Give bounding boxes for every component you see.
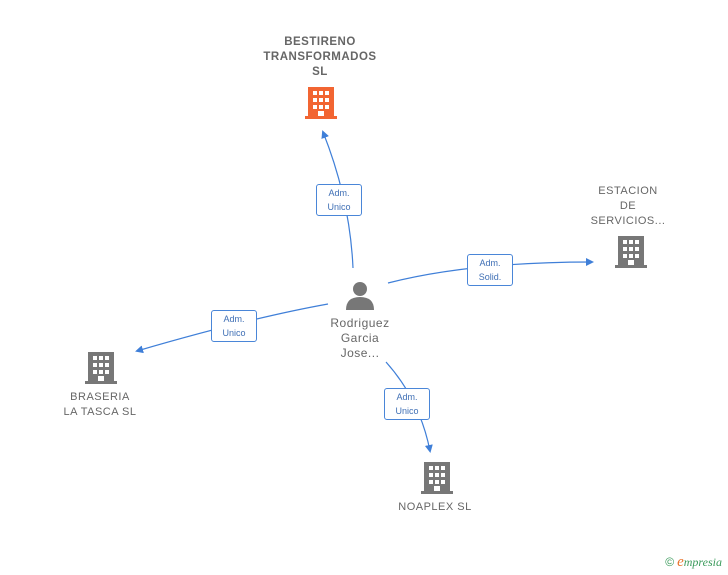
- relation-label-estacion: Adm. Solid.: [467, 254, 513, 286]
- node-label-bestireno[interactable]: BESTIRENO TRANSFORMADOS SL: [250, 35, 390, 80]
- empresia-watermark: ©empresia: [665, 554, 722, 571]
- node-label-line: DE: [619, 200, 637, 212]
- node-label-braseria[interactable]: BRASERIA LA TASCA SL: [40, 390, 160, 420]
- building-icon[interactable]: [421, 460, 453, 496]
- building-icon[interactable]: [305, 85, 337, 121]
- building-icon[interactable]: [615, 234, 647, 270]
- relation-label-noaplex: Adm. Unico: [384, 388, 430, 420]
- relation-label-bestireno: Adm. Unico: [316, 184, 362, 216]
- node-label-estacion[interactable]: ESTACION DE SERVICIOS...: [578, 184, 678, 229]
- relation-type: Unico: [222, 328, 246, 338]
- node-label-line: Jose...: [340, 346, 380, 360]
- node-label-line: ESTACION: [598, 185, 658, 197]
- relation-type: Unico: [327, 202, 351, 212]
- relation-type: Solid.: [478, 272, 502, 282]
- relation-role: Adm.: [479, 258, 501, 268]
- copyright-symbol: ©: [665, 555, 675, 569]
- brand-initial: e: [677, 554, 684, 570]
- node-label-line: SL: [312, 66, 328, 78]
- building-icon[interactable]: [85, 350, 117, 386]
- node-label-line: Garcia: [340, 331, 380, 345]
- person-icon[interactable]: [344, 280, 376, 310]
- relation-role: Adm.: [328, 188, 350, 198]
- node-label-noaplex[interactable]: NOAPLEX SL: [385, 500, 485, 515]
- node-label-line: BESTIRENO: [284, 36, 356, 48]
- node-label-line: Rodriguez: [330, 316, 390, 330]
- node-label-line: BRASERIA: [70, 391, 130, 403]
- node-label-line: LA TASCA SL: [63, 406, 137, 418]
- brand-name: mpresia: [683, 555, 722, 569]
- node-label-line: TRANSFORMADOS: [263, 51, 377, 63]
- relation-role: Adm.: [396, 392, 418, 402]
- relation-label-braseria: Adm. Unico: [211, 310, 257, 342]
- node-label-person[interactable]: Rodriguez Garcia Jose...: [310, 316, 410, 361]
- relation-type: Unico: [395, 406, 419, 416]
- node-label-line: SERVICIOS...: [590, 215, 666, 227]
- node-label-line: NOAPLEX SL: [398, 501, 472, 513]
- relation-role: Adm.: [223, 314, 245, 324]
